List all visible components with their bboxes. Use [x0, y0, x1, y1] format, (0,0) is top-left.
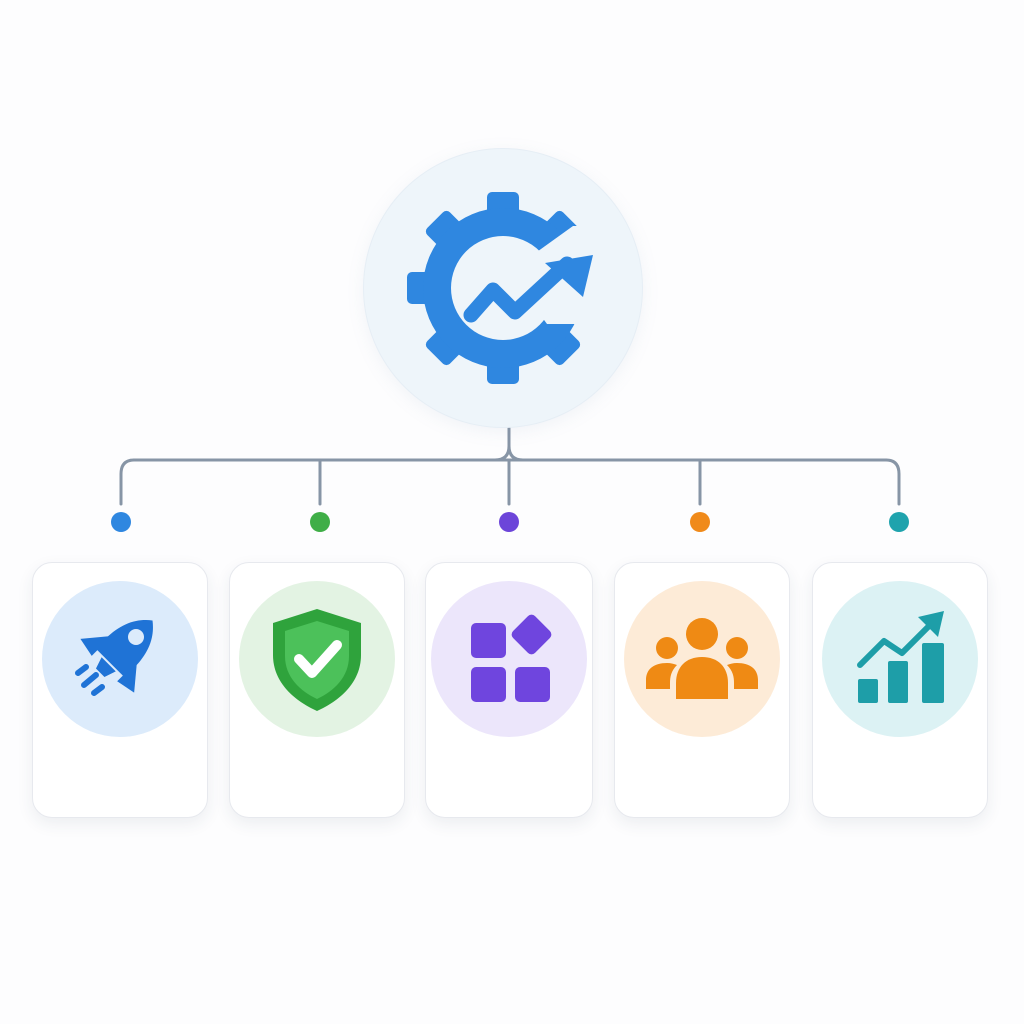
category-card-3[interactable]: [425, 562, 593, 818]
hub-circle: [364, 149, 642, 427]
category-card-5[interactable]: [812, 562, 988, 818]
rocket-icon: [75, 620, 153, 696]
category-badge-5: [822, 581, 978, 737]
connector-right-corner: [884, 458, 901, 506]
node-dot-1: [111, 512, 131, 532]
node-dot-5: [889, 512, 909, 532]
gear-trend-icon: [407, 192, 627, 384]
category-card-2[interactable]: [229, 562, 405, 818]
category-badge-4: [624, 581, 780, 737]
team-icon: [646, 618, 758, 699]
category-badge-1: [42, 581, 198, 737]
grid-blocks-icon: [471, 614, 552, 702]
connector-left-corner: [119, 458, 136, 506]
node-dot-4: [690, 512, 710, 532]
hub-branch-left: [493, 444, 511, 462]
node-dot-3: [499, 512, 519, 532]
category-badge-2: [239, 581, 395, 737]
category-card-1[interactable]: [32, 562, 208, 818]
category-card-4[interactable]: [614, 562, 790, 818]
category-badge-3: [431, 581, 587, 737]
hub-branch-right: [507, 444, 525, 462]
node-dot-2: [310, 512, 330, 532]
shield-check-icon: [273, 609, 361, 711]
growth-chart-icon: [857, 611, 944, 703]
